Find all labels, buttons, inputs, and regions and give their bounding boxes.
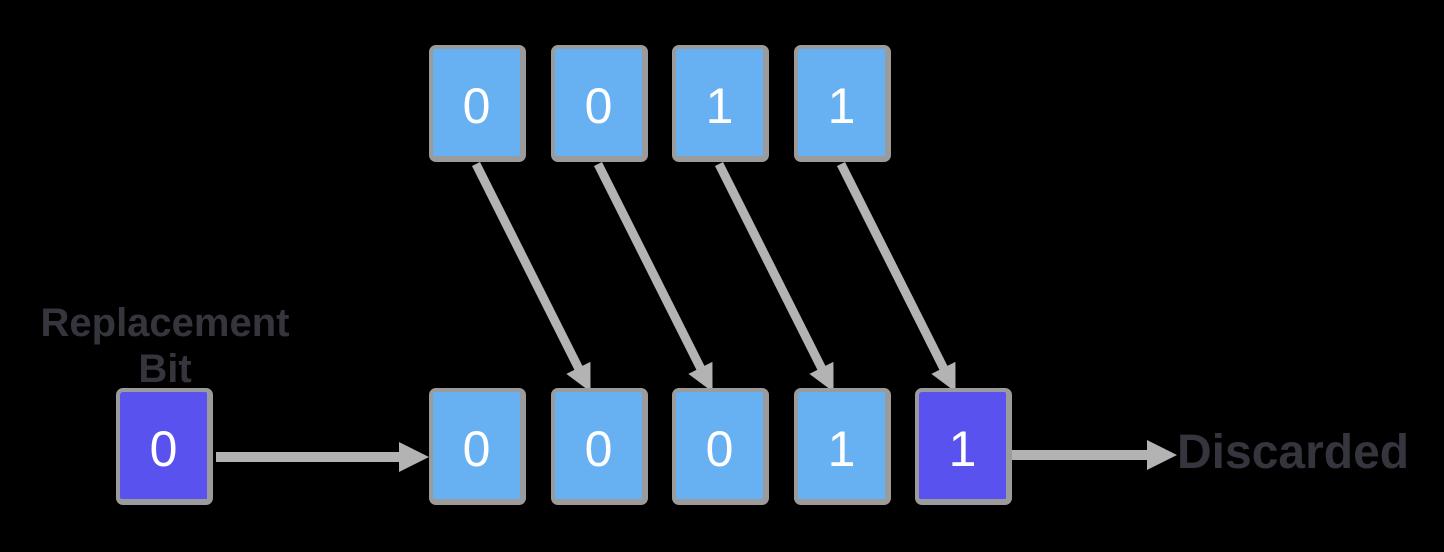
incoming-bit-cell-2: 0 bbox=[551, 45, 648, 162]
bit-value: 1 bbox=[705, 77, 734, 134]
register-bit-cell-4: 1 bbox=[794, 388, 891, 505]
shift-arrow-3 bbox=[714, 161, 834, 392]
bit-value: 0 bbox=[462, 420, 491, 477]
bit-value: 0 bbox=[705, 420, 734, 477]
register-bit-cell-1: 0 bbox=[429, 388, 526, 505]
shift-arrow-2 bbox=[593, 161, 713, 392]
bit-value: 1 bbox=[948, 420, 977, 477]
register-bit-cell-2: 0 bbox=[551, 388, 648, 505]
shift-arrow-1 bbox=[471, 161, 591, 392]
bit-value: 0 bbox=[584, 420, 613, 477]
discarded-label: Discarded bbox=[1177, 426, 1410, 479]
bit-value: 0 bbox=[584, 77, 613, 134]
register-bit-cell-5-discard: 1 bbox=[915, 388, 1012, 505]
incoming-bit-cell-4: 1 bbox=[794, 45, 891, 162]
incoming-bit-cell-3: 1 bbox=[672, 45, 769, 162]
replacement-bit-label: Replacement Bit bbox=[40, 300, 290, 392]
register-bit-cell-3: 0 bbox=[672, 388, 769, 505]
bit-value: 0 bbox=[462, 77, 491, 134]
bit-value: 0 bbox=[149, 420, 178, 477]
incoming-bit-cell-1: 0 bbox=[429, 45, 526, 162]
replacement-bit-label-line2: Bit bbox=[138, 347, 192, 391]
replacement-bit-cell: 0 bbox=[116, 388, 213, 505]
bit-value: 1 bbox=[827, 420, 856, 477]
bit-value: 1 bbox=[827, 77, 856, 134]
shift-arrow-4 bbox=[836, 161, 956, 392]
replacement-bit-label-line1: Replacement bbox=[40, 301, 290, 345]
